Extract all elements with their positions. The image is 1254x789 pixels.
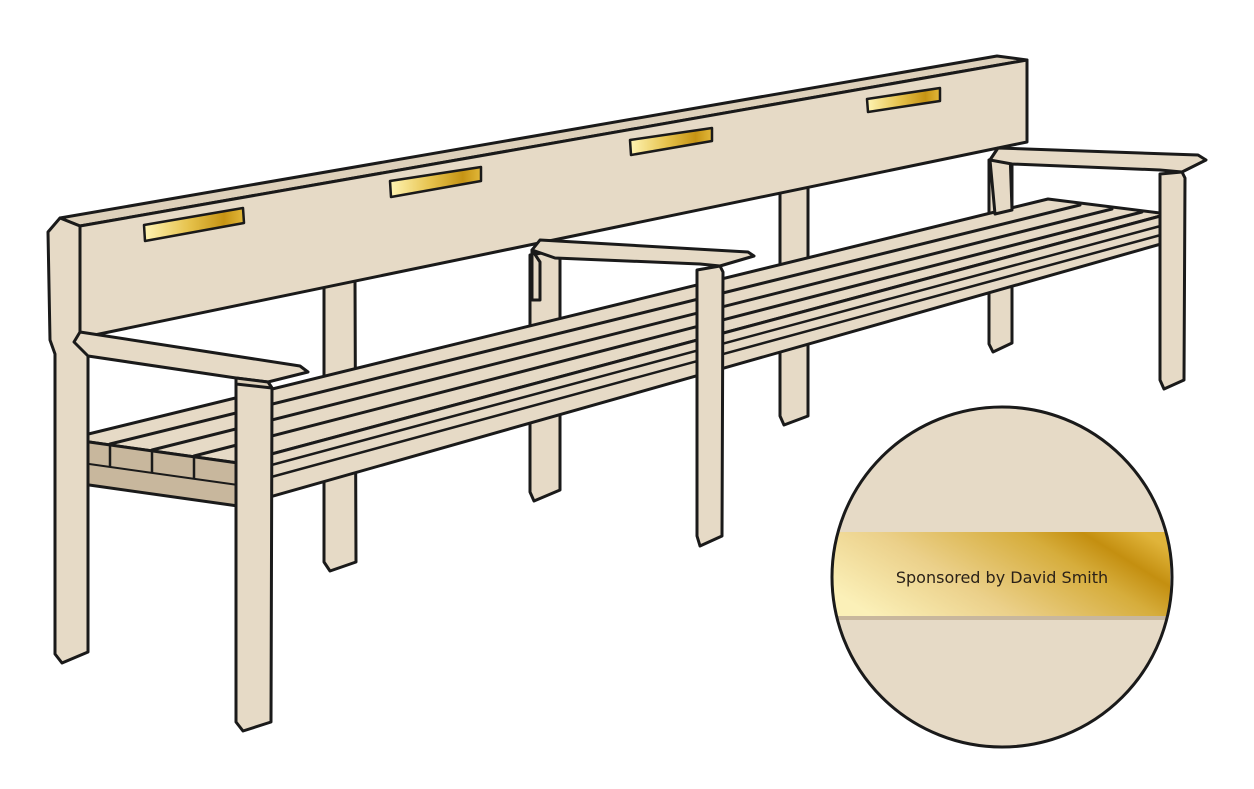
middle-front-leg [695,264,725,548]
left-armrest-top [72,330,310,384]
zoom-plaque [832,532,1170,618]
middle-armrest-top [530,238,756,268]
plaque-inscription: Sponsored by David Smith [896,568,1108,587]
middle-arm [530,238,756,548]
plaque-2 [388,165,483,199]
seat-slat-ends [67,442,239,486]
right-front-leg [1158,170,1187,391]
zoom-circle-outline [830,405,1174,749]
left-armrest-front [234,376,274,390]
right-arm [988,146,1208,391]
plaque-4 [865,86,942,114]
middle-back-post [530,248,542,302]
zoom-plaque-shadow [832,616,1170,620]
plaque-zoom-detail [830,405,1174,749]
left-front-leg [234,380,274,733]
right-armrest-top [988,146,1208,174]
left-back-post [46,216,90,665]
plaque-1 [142,206,246,243]
backrest-plaques [142,86,942,243]
plaque-3 [628,126,714,157]
left-arm [46,216,310,733]
